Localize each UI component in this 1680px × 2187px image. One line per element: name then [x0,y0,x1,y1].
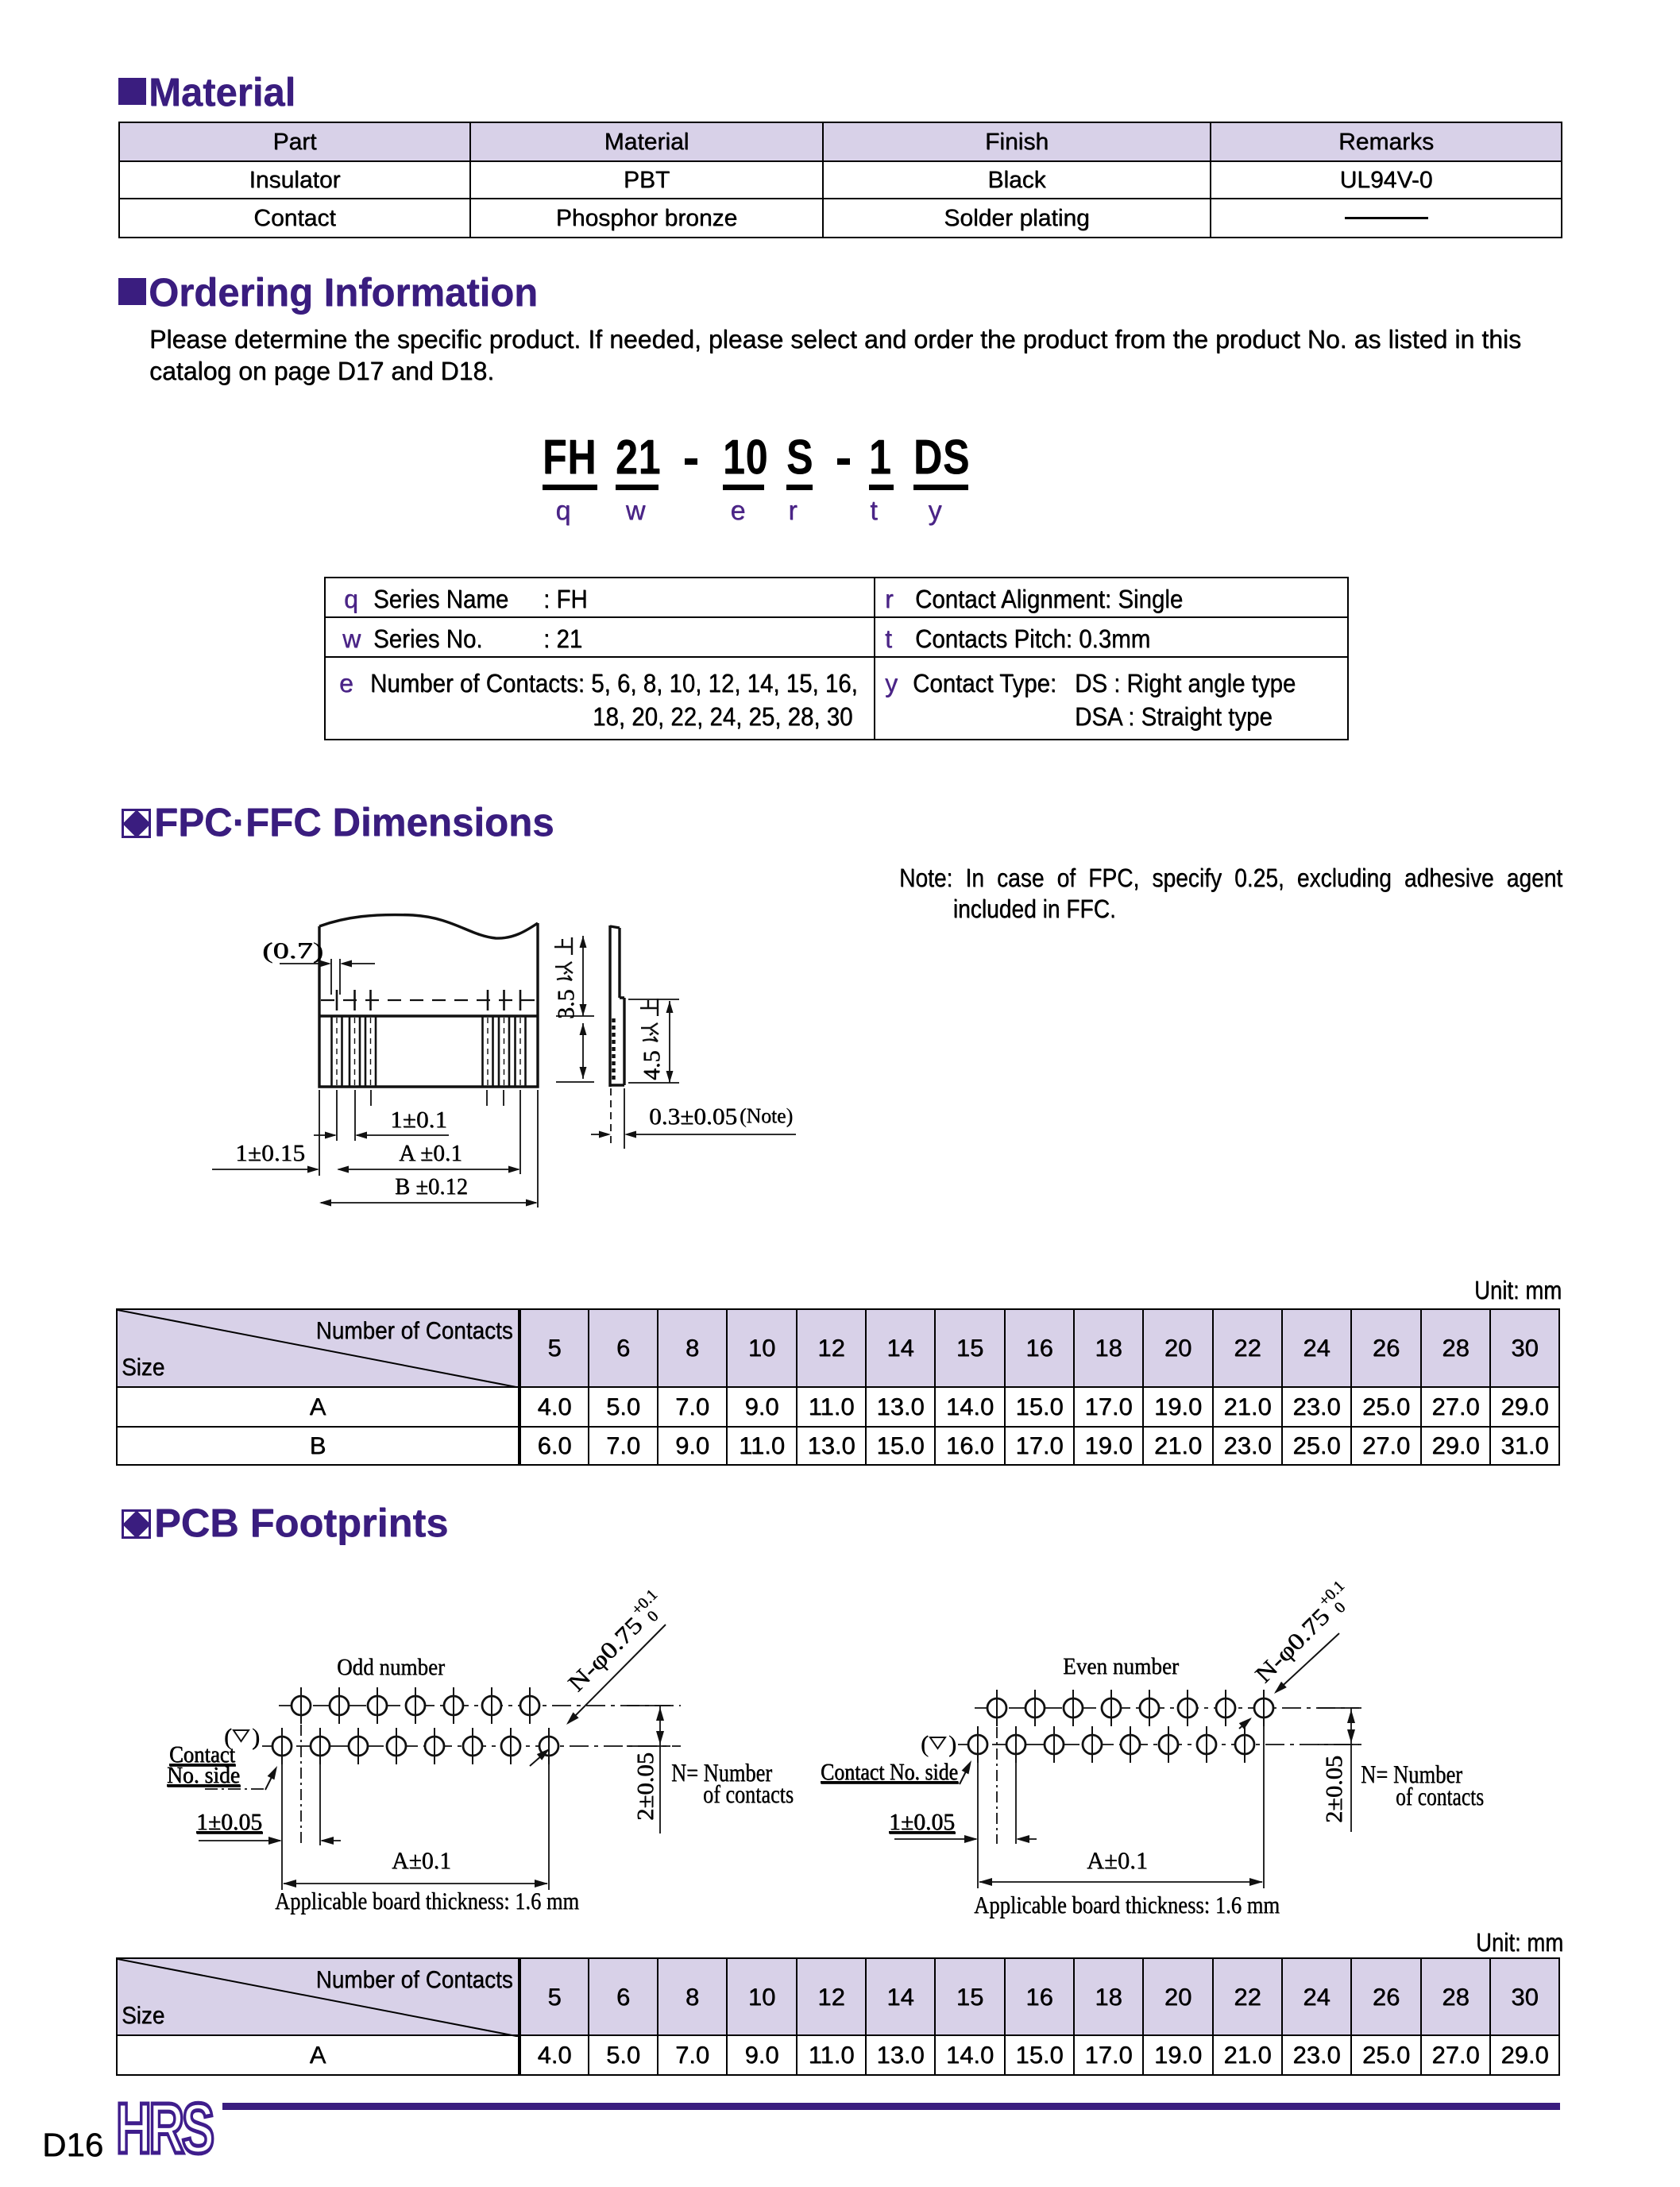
svg-text:0: 0 [1330,1599,1349,1617]
svg-text:A±0.1: A±0.1 [392,1846,451,1874]
svg-text:0.3±0.05: 0.3±0.05 [649,1103,737,1130]
svg-text:1±0.05: 1±0.05 [889,1809,955,1835]
svg-text:(: ( [224,1724,232,1750]
svg-text:(0.7): (0.7) [262,938,323,964]
svg-text:4.5: 4.5 [639,1051,665,1081]
svg-text:A±0.1: A±0.1 [1087,1846,1148,1874]
svg-text:): ) [948,1731,956,1757]
svg-text:Even number: Even number [1063,1653,1179,1679]
svg-text:A ±0.1: A ±0.1 [399,1140,462,1166]
svg-text:Odd number: Odd number [337,1654,445,1680]
svg-text:Contact: Contact [169,1741,236,1768]
svg-text:N-φ0.75: N-φ0.75 [1250,1603,1335,1688]
svg-text:Applicable board thickness: 1.: Applicable board thickness: 1.6 mm [275,1887,579,1915]
svg-text:(Note): (Note) [740,1104,793,1127]
svg-text:0: 0 [643,1608,662,1626]
svg-text:1±0.05: 1±0.05 [196,1809,262,1835]
svg-text:2±0.05: 2±0.05 [1321,1756,1347,1823]
svg-text:No. side: No. side [167,1762,240,1788]
svg-text:of contacts: of contacts [703,1779,794,1808]
svg-text:Applicable board thickness: 1.: Applicable board thickness: 1.6 mm [974,1891,1280,1918]
svg-text:N= Number: N= Number [1361,1760,1462,1788]
svg-text:3.5: 3.5 [553,990,579,1020]
svg-text:of contacts: of contacts [1396,1782,1484,1810]
svg-text:Contact No. side: Contact No. side [821,1759,958,1785]
svg-text:1±0.15: 1±0.15 [235,1140,305,1166]
svg-text:1±0.1: 1±0.1 [390,1107,447,1133]
svg-text:): ) [252,1724,260,1750]
svg-text:(: ( [921,1731,929,1757]
svg-text:B ±0.12: B ±0.12 [395,1173,468,1200]
svg-text:N= Number: N= Number [671,1758,772,1787]
svg-text:2±0.05: 2±0.05 [632,1752,658,1821]
